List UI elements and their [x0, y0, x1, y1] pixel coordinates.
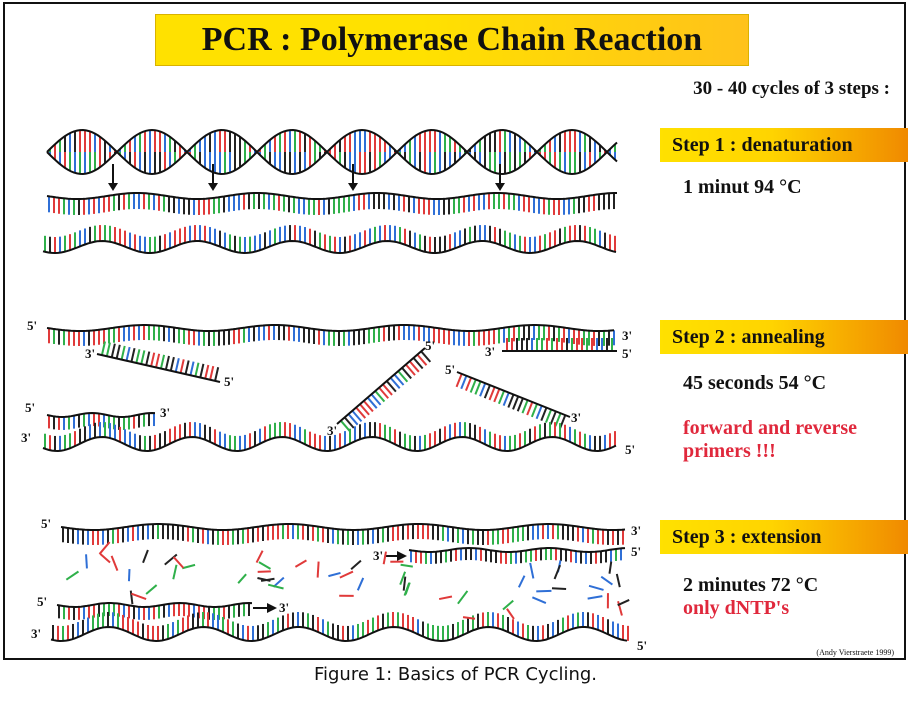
label-3prime-3: 3': [485, 344, 495, 359]
denature-arrow-4: [495, 164, 505, 191]
step2-conditions: 45 seconds 54 °C: [683, 372, 827, 394]
label-5prime-4: 5': [425, 338, 435, 353]
label-3prime-8: 3': [631, 523, 641, 538]
label-5prime-9: 5': [631, 544, 641, 559]
denature-arrow-3: [348, 164, 358, 191]
pcr-diagram: 5' 3' 3' 5' 3' 5' 3' 5' 5' 3' 5' 3' 3' 5' 5' 3' 3' 5' 5' 3'…: [21, 128, 647, 653]
denatured-strand-bottom: [42, 225, 617, 255]
label-5prime-8: 5': [41, 516, 51, 531]
step2-note-line1: forward and reverse: [683, 417, 858, 439]
extension-template-top: [60, 523, 626, 545]
step2-note-line2: primers !!!: [683, 440, 776, 462]
label-3prime-10: 3': [279, 600, 289, 615]
extension-template-bottom: [50, 612, 629, 643]
step3-conditions: 2 minutes 72 °C: [683, 574, 819, 596]
step2-label: Step 2 : annealing: [660, 320, 908, 354]
cycles-text: 30 - 40 cycles of 3 steps :: [693, 78, 890, 99]
free-dntps: [65, 541, 630, 620]
figure-frame: 5' 3' 3' 5' 3' 5' 3' 5' 5' 3' 5' 3' 3' 5' 5' 3' 3' 5' 5' 3'…: [3, 2, 908, 660]
template-strand-top: [46, 324, 615, 346]
extension-arrow-top: [385, 551, 407, 561]
double-helix: [46, 128, 618, 176]
extension-primer-bottom: [56, 601, 253, 620]
template-strand-right: [455, 371, 571, 429]
label-3prime-11: 3': [31, 626, 41, 641]
label-3prime-7: 3': [21, 430, 31, 445]
label-5prime-7: 5': [625, 442, 635, 457]
figure-caption: Figure 1: Basics of PCR Cycling.: [313, 664, 598, 685]
denatured-strand-top: [46, 192, 617, 215]
label-3prime-4: 3': [327, 423, 337, 438]
label-3prime-2: 3': [85, 346, 95, 361]
label-5prime-1: 5': [27, 318, 37, 333]
step3-label: Step 3 : extension: [660, 520, 908, 554]
label-5prime-5: 5': [445, 362, 455, 377]
extension-primer-top: [408, 546, 626, 564]
credit-text: (Andy Vierstraete 1999): [816, 648, 894, 657]
label-5prime-3: 5': [622, 346, 632, 361]
label-3prime-6: 3': [160, 405, 170, 420]
primer-left: [96, 341, 221, 383]
step3-note: only dNTP's: [683, 597, 790, 619]
label-5prime-6: 5': [25, 400, 35, 415]
page-title: PCR : Polymerase Chain Reaction: [155, 14, 749, 66]
template-strand-bottom: [42, 422, 617, 453]
step1-conditions: 1 minut 94 °C: [683, 176, 802, 198]
label-3prime-1: 3': [622, 328, 632, 343]
primer-right: [502, 338, 617, 352]
label-3prime-5: 3': [571, 410, 581, 425]
label-5prime-2: 5': [224, 374, 234, 389]
label-3prime-9: 3': [373, 548, 383, 563]
denature-arrow-2: [208, 164, 218, 191]
template-strand-diagonal: [336, 347, 432, 432]
step1-label: Step 1 : denaturation: [660, 128, 908, 162]
denature-arrow-1: [108, 164, 118, 191]
label-5prime-11: 5': [637, 638, 647, 653]
extension-arrow-bottom: [253, 603, 277, 613]
label-5prime-10: 5': [37, 594, 47, 609]
